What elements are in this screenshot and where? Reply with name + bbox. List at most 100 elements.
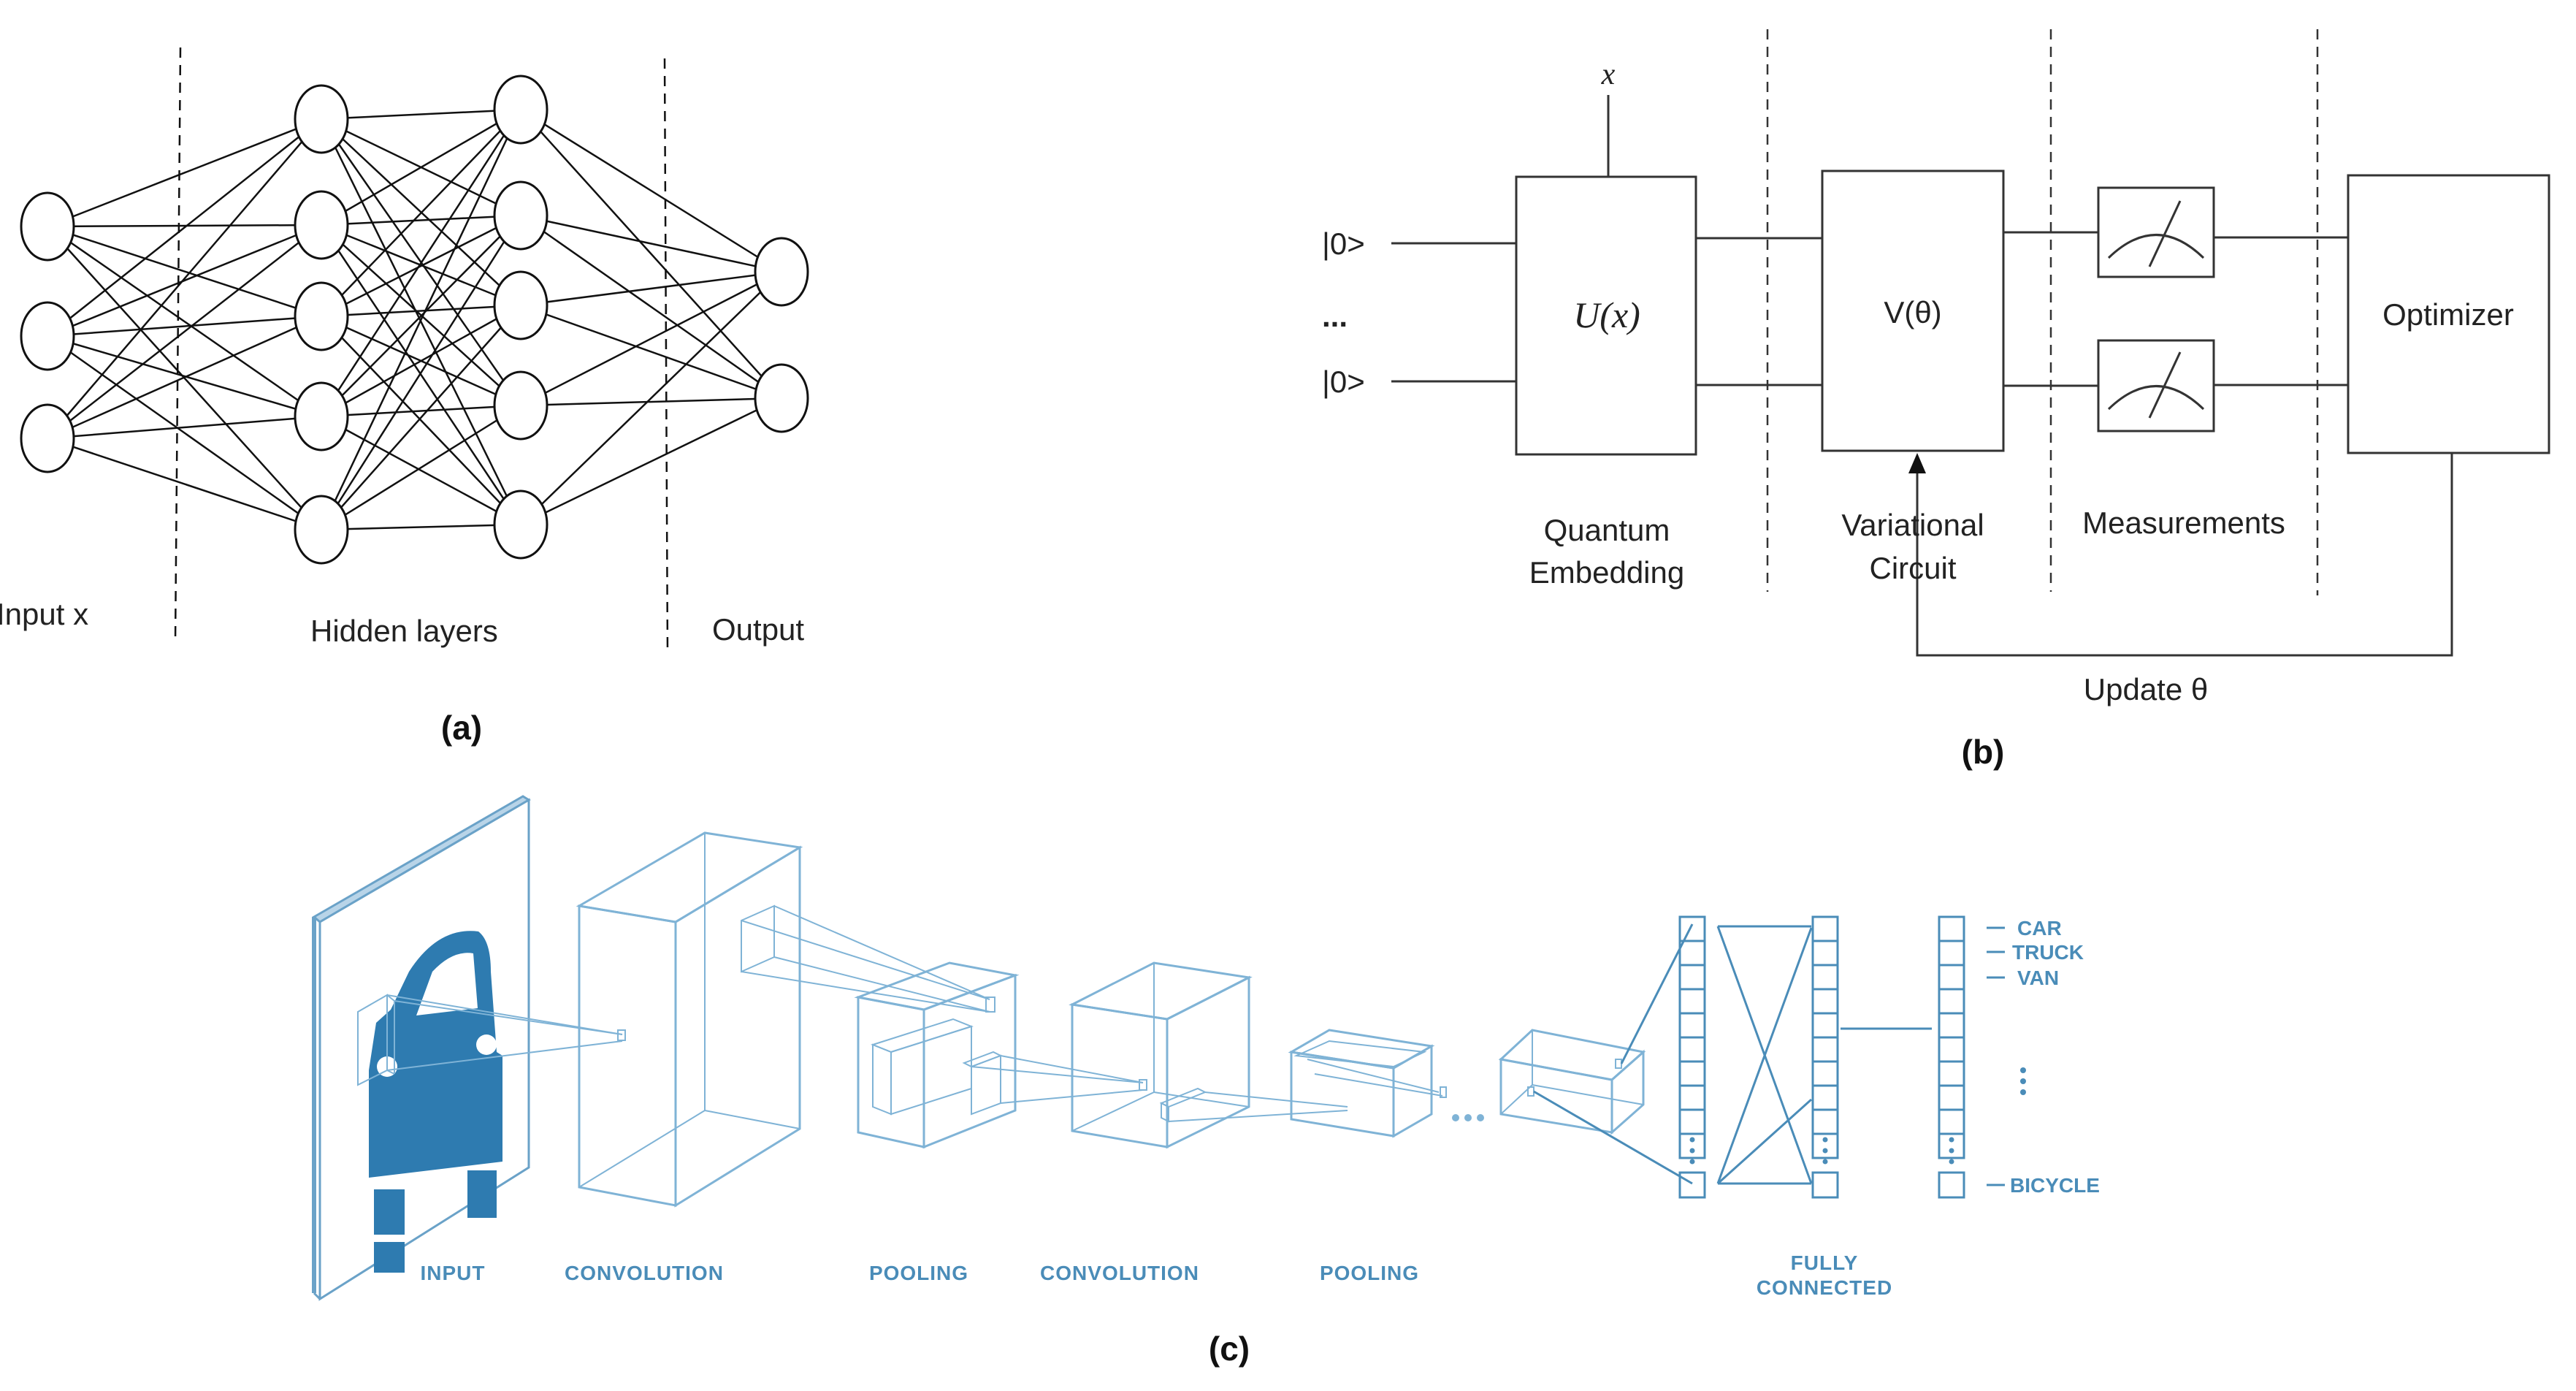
- nn-edge: [47, 224, 322, 439]
- qc-feedback-loop: [1916, 453, 2453, 657]
- qc-qubit-label-2: |0>: [1322, 365, 1365, 399]
- cnn-label-fc-line2: CONNECTED: [1757, 1276, 1892, 1299]
- embedding-box-label: U(x): [1573, 294, 1640, 335]
- nn-node: [294, 190, 349, 260]
- nn-node: [294, 381, 349, 451]
- nn-edge: [320, 224, 522, 525]
- meter-icon: [2097, 186, 2215, 278]
- fc-unit: [1811, 1132, 1839, 1159]
- nn-nodes: [20, 75, 809, 565]
- qc-stage-variational-line1: Variational: [1841, 508, 1984, 542]
- cnn-class-label: BICYCLE: [2010, 1174, 2100, 1197]
- nn-node: [20, 191, 75, 262]
- cnn-label-conv2: CONVOLUTION: [1040, 1262, 1199, 1284]
- nn-edge: [47, 437, 322, 531]
- nn-edge: [520, 108, 782, 273]
- fc-unit: [1938, 1084, 1965, 1111]
- nn-node: [294, 84, 349, 154]
- fc-unit: [1938, 1132, 1965, 1159]
- fc-unit: [1678, 988, 1706, 1015]
- cnn-conv1-volume: [576, 831, 803, 1208]
- nn-node: [20, 403, 75, 473]
- variational-box-label: V(θ): [1884, 295, 1941, 329]
- nn-edge: [47, 335, 322, 418]
- nn-edge: [520, 304, 782, 400]
- fc-ellipsis-dot: [1689, 1148, 1695, 1154]
- fc-unit: [1811, 915, 1839, 942]
- fc-unit: [1938, 964, 1965, 991]
- nn-node: [493, 370, 549, 441]
- nn-edge: [321, 304, 521, 318]
- fc-unit: [1678, 1060, 1706, 1087]
- fc-unit: [1811, 1108, 1839, 1135]
- cnn-label-pool2: POOLING: [1320, 1262, 1419, 1284]
- nn-edge: [321, 415, 521, 526]
- fc-unit: [1811, 940, 1839, 967]
- fc-unit: [1938, 1036, 1965, 1063]
- cnn-class-label: CAR: [2017, 917, 2062, 940]
- cnn-fc-connections: [1533, 923, 1932, 1185]
- cnn-conv2-volume: [1069, 961, 1348, 1149]
- nn-node: [294, 495, 349, 565]
- fc-ellipsis-dot: [1949, 1137, 1954, 1143]
- panel-b-text: x |0> ... |0> U(x) V(θ) Optimizer Quantu…: [1322, 58, 2514, 771]
- nn-node: [493, 270, 549, 340]
- cnn-conv1-patch: [741, 904, 995, 1013]
- nn-edge: [321, 404, 521, 418]
- fc-unit: [1938, 1060, 1965, 1087]
- meter-icon: [2097, 339, 2215, 432]
- fc-unit: [1811, 964, 1839, 991]
- nn-edge: [47, 118, 322, 439]
- nn-edge: [320, 118, 522, 525]
- nn-edge: [47, 224, 322, 228]
- nn-edge: [520, 109, 782, 399]
- cnn-label-conv1: CONVOLUTION: [565, 1262, 724, 1284]
- nn-edge: [321, 214, 521, 318]
- fc-unit: [1678, 1036, 1706, 1063]
- nn-node: [493, 489, 549, 560]
- nn-edge: [47, 315, 322, 338]
- optimizer-box: [2347, 174, 2550, 454]
- panel-b-caption: (b): [1962, 733, 2005, 771]
- fc-unit: [1678, 1084, 1706, 1111]
- nn-edge: [520, 270, 782, 407]
- nn-node: [754, 363, 809, 433]
- qc-ellipsis: ...: [1322, 299, 1348, 333]
- fc-unit: [1678, 940, 1706, 967]
- fc-ellipsis-dot: [1822, 1148, 1828, 1154]
- nn-node: [294, 281, 349, 351]
- feedback-arrowhead-icon: [1908, 453, 1926, 473]
- nn-edge: [520, 270, 782, 307]
- fc-unit: [1938, 988, 1965, 1015]
- nn-edge: [321, 108, 521, 121]
- fc-unit: [1678, 915, 1706, 942]
- cnn-class-label: VAN: [2017, 967, 2059, 989]
- qc-x-label: x: [1601, 58, 1616, 91]
- nn-node: [493, 75, 549, 145]
- fc-unit: [1811, 1084, 1839, 1111]
- fc-unit: [1678, 1108, 1706, 1135]
- qc-stage-variational-line2: Circuit: [1869, 551, 1956, 585]
- fc-unit: [1678, 1171, 1706, 1199]
- panel-a-caption: (a): [441, 709, 482, 747]
- fc-unit: [1938, 1108, 1965, 1135]
- qc-stage-measurements: Measurements: [2082, 506, 2285, 540]
- cnn-input-patch: [357, 994, 626, 1086]
- fc-unit: [1938, 940, 1965, 967]
- cnn-label-fc-line1: FULLY: [1791, 1251, 1859, 1274]
- fc-unit: [1811, 988, 1839, 1015]
- panel-c-caption: (c): [1209, 1330, 1250, 1368]
- nn-edge: [520, 397, 782, 526]
- cnn-final-volume: [1498, 1029, 1646, 1135]
- nn-label-output: Output: [712, 612, 804, 647]
- nn-edge: [321, 214, 521, 226]
- cnn-continuation-dots: [1452, 1114, 1484, 1121]
- nn-edge: [47, 415, 322, 440]
- nn-edge: [321, 404, 521, 531]
- nn-node: [493, 180, 549, 251]
- embedding-box: [1515, 175, 1697, 456]
- cnn-pool1-volume: [854, 961, 1147, 1149]
- fc-unit: [1678, 1012, 1706, 1039]
- panel-c-text: INPUT CONVOLUTION POOLING CONVOLUTION PO…: [421, 917, 2100, 1368]
